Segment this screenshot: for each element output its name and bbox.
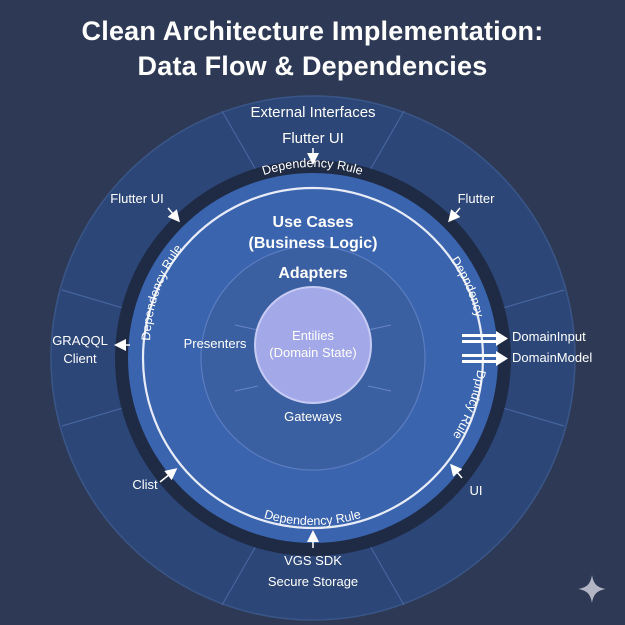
diagram-title: Clean Architecture Implementation: Data … [0,14,625,84]
gateways-label: Gateways [284,409,342,424]
domain-input-label: DomainInput [512,329,586,344]
title-line-1: Clean Architecture Implementation: [81,16,544,46]
dependency-label-bottom: Dependency Rule [263,507,363,528]
domain-arrows [462,331,508,366]
outer-left-mid-label-1: GRAQQL [52,333,108,348]
outer-left-upper-label: Flutter UI [110,191,163,206]
entities-title: Entilies [292,328,334,343]
domain-model-label: DomainModel [512,350,592,365]
adapters-dividers [234,324,392,392]
outer-left-mid-label-2: Client [63,351,97,366]
outer-left-lower-label: Clist [132,477,158,492]
dependency-rule-line [141,186,485,530]
arrow-left-upper [167,207,180,223]
outer-bottom-label-1: VGS SDK [284,553,342,568]
arrow-left-lower [159,468,178,483]
entities-subtitle: (Domain State) [269,345,356,360]
use-cases-subtitle: (Business Logic) [249,235,378,252]
outer-title-label: External Interfaces [250,104,375,121]
outer-bottom-label-2: Secure Storage [268,574,358,589]
use-cases-title: Use Cases [273,214,354,231]
outer-top-label: Flutter UI [282,130,344,147]
title-line-2: Data Flow & Dependencies [137,51,488,81]
arrow-right-lower [450,463,463,479]
presenters-label: Presenters [184,336,247,351]
sparkle-icon [578,575,606,603]
outer-right-lower-label: UI [470,483,483,498]
arrow-right-upper [448,207,461,223]
outer-right-upper-label: Flutter [458,191,496,206]
adapters-title: Adapters [278,265,347,282]
entities-core [254,286,372,404]
flow-arrows [114,148,463,548]
